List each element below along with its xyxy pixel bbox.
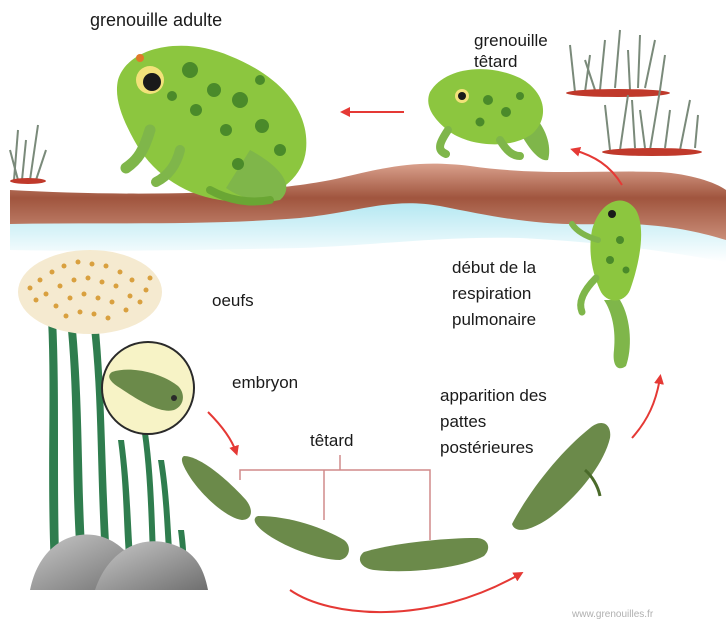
label-eggs: oeufs — [212, 290, 254, 311]
label-froglet-line-2: têtard — [474, 51, 584, 72]
label-lungs-line-1: début de la — [452, 255, 582, 281]
label-legs-line-2: pattes — [440, 409, 580, 435]
label-tadpole: têtard — [310, 430, 353, 451]
label-froglet-line-1: grenouille — [474, 30, 584, 51]
label-hind-legs: apparition des pattes postérieures — [440, 383, 580, 461]
label-lungs-line-3: pulmonaire — [452, 307, 582, 333]
label-adult-frog: grenouille adulte — [90, 10, 222, 31]
label-lung-breathing: début de la respiration pulmonaire — [452, 255, 582, 333]
label-legs-line-1: apparition des — [440, 383, 580, 409]
froglet-on-bank — [428, 69, 549, 160]
egg-mass — [18, 250, 162, 334]
arrow-legs-to-lungs — [632, 378, 660, 438]
label-froglet: grenouille têtard — [474, 30, 584, 72]
label-legs-line-3: postérieures — [440, 435, 580, 461]
label-lungs-line-2: respiration — [452, 281, 582, 307]
adult-frog — [117, 46, 306, 202]
grass-tuft-left — [10, 125, 46, 184]
arrow-embryo-to-tadpole — [208, 412, 236, 452]
credit-watermark: www.grenouilles.fr — [572, 604, 653, 625]
embryo-illustration — [102, 342, 194, 434]
grass-tuft-mid-right — [602, 90, 702, 156]
label-embryo: embryon — [232, 372, 298, 393]
arrow-bottom — [290, 574, 520, 612]
